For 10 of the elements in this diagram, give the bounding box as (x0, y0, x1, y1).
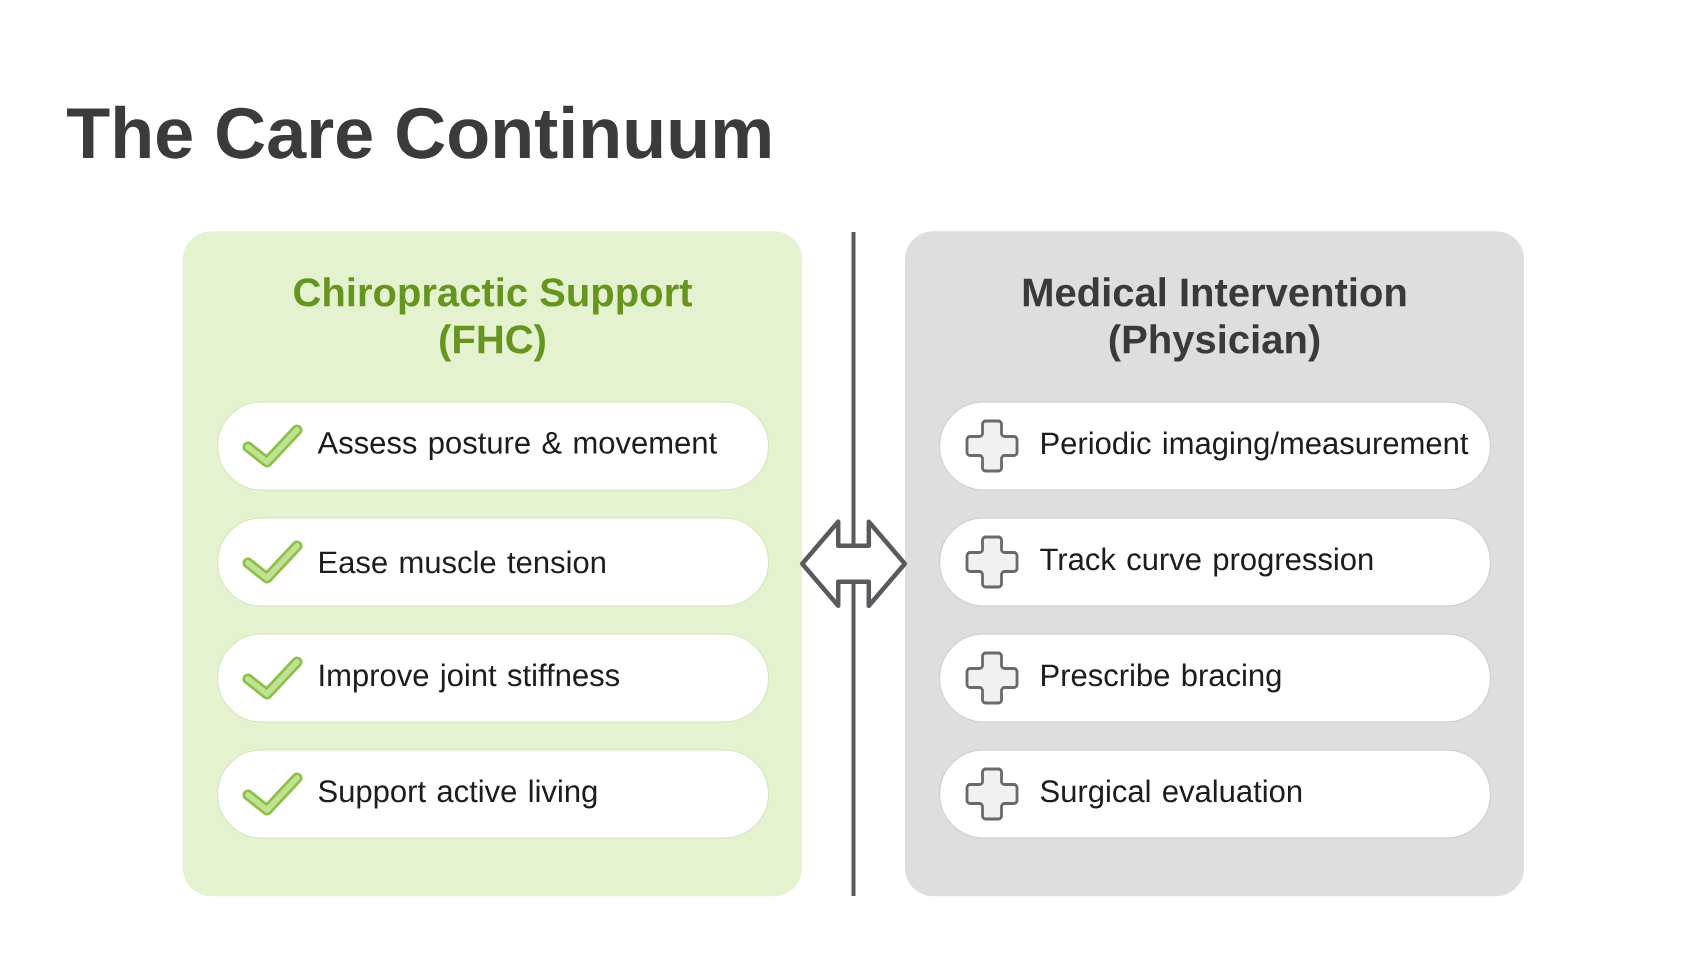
item-pill: Improve joint stiffness (217, 633, 769, 723)
item-pill: Surgical evaluation (939, 749, 1491, 839)
item-pill: Periodic imaging/measurement (939, 401, 1491, 491)
item-pill: Track curve progression (939, 517, 1491, 607)
double-arrow (799, 519, 908, 608)
title: The Care Continuum (67, 105, 770, 159)
item-pill: Support active living (217, 749, 769, 839)
item-pill: Ease muscle tension (217, 517, 769, 607)
item-pill: Prescribe bracing (939, 633, 1491, 723)
item-pill: Assess posture & movement (217, 401, 769, 491)
